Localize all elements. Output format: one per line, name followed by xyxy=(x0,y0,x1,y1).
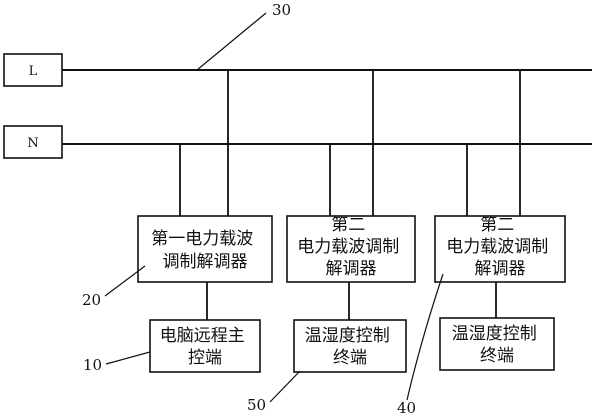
first-modem-line-1: 第一电力载波 xyxy=(151,229,253,249)
callout-leader-power-line xyxy=(196,12,267,71)
second-modem-a-box xyxy=(286,215,416,283)
neutral-line-label-box xyxy=(3,125,63,159)
terminal-b-text: 温湿度控制 终端 xyxy=(452,324,542,366)
terminal-b-box xyxy=(439,317,555,371)
callout-power-line: 30 xyxy=(272,1,291,19)
second-modem-a-line-3: 解调器 xyxy=(326,259,377,279)
first-modem-box xyxy=(137,215,273,283)
second-modem-b-line-3: 解调器 xyxy=(475,259,526,279)
callout-leader-first-modem xyxy=(104,265,146,297)
remote-master-line-2: 控端 xyxy=(188,348,222,368)
first-modem-line-2: 调制解调器 xyxy=(163,252,248,272)
first-modem-text: 第一电力载波 调制解调器 xyxy=(151,229,258,272)
terminal-a-line-2: 终端 xyxy=(333,348,367,368)
callout-leader-remote-master xyxy=(105,351,151,365)
terminal-a-text: 温湿度控制 终端 xyxy=(305,326,395,368)
callout-leader-second-modem-b xyxy=(406,273,444,401)
live-line-label: L xyxy=(29,64,38,79)
callout-remote-master: 10 xyxy=(83,356,102,374)
remote-master-line-1: 电脑远程主 xyxy=(160,326,245,346)
live-line-label-box xyxy=(3,53,63,87)
terminal-b-line-2: 终端 xyxy=(480,346,514,366)
callout-leader-terminal-a xyxy=(269,370,301,403)
remote-master-box xyxy=(149,319,261,373)
callout-second-modem-b: 40 xyxy=(397,399,416,417)
terminal-b-line-1: 温湿度控制 xyxy=(452,324,537,344)
neutral-line-label: N xyxy=(27,136,38,151)
second-modem-b-text: 第二 电力载波调制 解调器 xyxy=(446,215,553,279)
callout-terminal-a: 50 xyxy=(247,396,266,414)
second-modem-a-line-1: 第二 xyxy=(331,215,365,235)
terminal-a-line-1: 温湿度控制 xyxy=(305,326,390,346)
second-modem-b-line-2: 电力载波调制 xyxy=(446,237,548,257)
second-modem-b-box xyxy=(434,215,566,283)
remote-master-text: 电脑远程主 控端 xyxy=(160,326,250,368)
callout-first-modem: 20 xyxy=(82,291,101,309)
second-modem-a-text: 第二 电力载波调制 解调器 xyxy=(297,215,404,279)
second-modem-b-line-1: 第二 xyxy=(480,215,514,235)
second-modem-a-line-2: 电力载波调制 xyxy=(297,237,399,257)
terminal-a-box xyxy=(293,319,407,373)
